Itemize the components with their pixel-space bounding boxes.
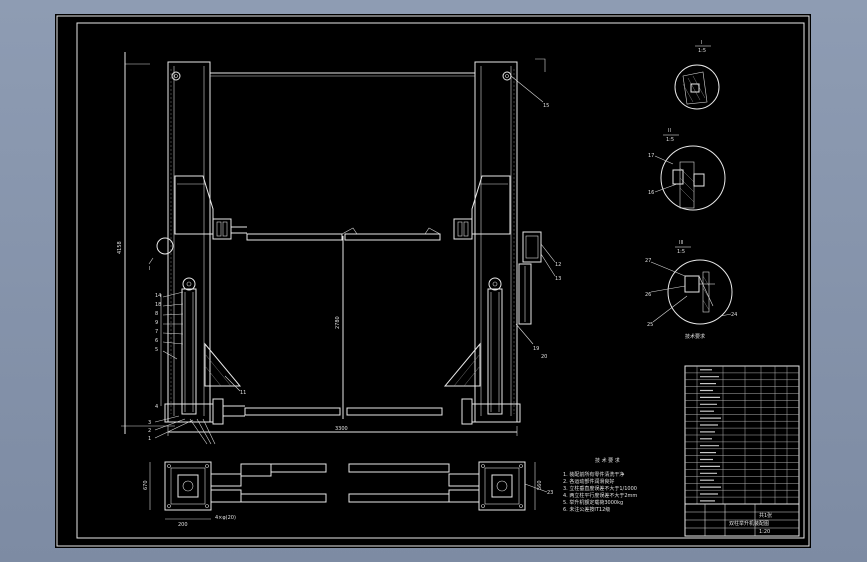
callout-12: 12 bbox=[555, 262, 561, 268]
svg-text:8: 8 bbox=[155, 311, 158, 317]
svg-text:5: 5 bbox=[155, 347, 158, 353]
svg-text:14: 14 bbox=[155, 293, 161, 299]
notes-title: 技 术 要 求 bbox=[595, 457, 620, 464]
detail-3-caption: 技术要求 bbox=[685, 333, 705, 340]
title-block-name: 双柱举升机装配图 bbox=[729, 520, 769, 527]
plan-view: 670 200 560 4×φ(20) 23 bbox=[143, 461, 553, 528]
title-block: 双柱举升机装配图 1:20 共1张 bbox=[684, 503, 800, 537]
detail-3-num-24: 24 bbox=[731, 312, 737, 318]
drawing-canvas: 4158 bbox=[56, 15, 810, 547]
notes-line-3: 3. 立柱垂直度误差不大于1/1000 bbox=[563, 485, 637, 492]
dim-inner-height: 2780 bbox=[335, 316, 341, 329]
callout-19: 19 bbox=[533, 346, 539, 352]
title-block-scale: 1:20 bbox=[759, 529, 770, 535]
callout-15: 15 bbox=[543, 103, 549, 109]
dim-base-width-right: 560 bbox=[537, 480, 543, 490]
detail-3-num-27: 27 bbox=[645, 258, 651, 264]
svg-text:1: 1 bbox=[148, 436, 151, 442]
inner-border bbox=[76, 22, 805, 539]
drawing-sheet: 4158 bbox=[55, 14, 811, 548]
dim-base-height: 670 bbox=[143, 480, 149, 490]
svg-text:4: 4 bbox=[155, 404, 158, 410]
notes-line-2: 2. 各运动部件润滑良好 bbox=[563, 478, 614, 485]
front-elevation: 4158 bbox=[117, 52, 561, 445]
svg-text:7: 7 bbox=[155, 329, 158, 335]
left-callout-stack: 14 18 8 9 7 6 5 4 3 2 1 bbox=[148, 291, 216, 445]
detail-2-num-16: 16 bbox=[648, 190, 654, 196]
notes-line-6: 6. 未注公差按IT12级 bbox=[563, 506, 610, 513]
detail-view-3: III 1:5 27 26 25 24 技术要求 bbox=[645, 240, 737, 340]
detail-view-2: II 1:5 17 16 bbox=[648, 128, 726, 211]
detail-3-num-25: 25 bbox=[647, 322, 653, 328]
detail-1-scale: 1:5 bbox=[698, 48, 706, 54]
svg-text:3: 3 bbox=[148, 420, 151, 426]
callout-13: 13 bbox=[555, 276, 561, 282]
upper-arm-right bbox=[344, 233, 441, 241]
notes-line-5: 5. 举升机额定载荷3000kg bbox=[563, 499, 623, 506]
svg-text:6: 6 bbox=[155, 338, 158, 344]
detail-2-label: II bbox=[668, 128, 671, 134]
upper-arm-left bbox=[246, 233, 343, 241]
callout-23: 23 bbox=[547, 490, 553, 496]
detail-marker-label: I bbox=[149, 266, 150, 272]
svg-text:9: 9 bbox=[155, 320, 158, 326]
title-block-sheet: 共1张 bbox=[759, 512, 772, 519]
parts-list bbox=[684, 365, 800, 505]
detail-3-label: III bbox=[679, 240, 683, 246]
svg-text:2: 2 bbox=[148, 428, 151, 434]
detail-2-scale: 1:5 bbox=[666, 137, 674, 143]
callout-11: 11 bbox=[240, 390, 246, 396]
svg-text:18: 18 bbox=[155, 302, 161, 308]
callout-20: 20 bbox=[541, 354, 547, 360]
detail-view-1: I 1:5 bbox=[674, 40, 720, 110]
lower-arm-right bbox=[346, 407, 443, 416]
outer-border bbox=[56, 15, 810, 547]
detail-3-scale: 1:5 bbox=[677, 249, 685, 255]
notes-line-4: 4. 两立柱平行度误差不大于2mm bbox=[563, 492, 637, 499]
notes-line-1: 1. 装配前所有零件清洗干净 bbox=[563, 471, 624, 478]
dim-overall-height: 4158 bbox=[117, 241, 123, 254]
dim-base-width: 200 bbox=[178, 522, 188, 528]
detail-marker-left bbox=[156, 237, 174, 255]
dim-bolt-spec: 4×φ(20) bbox=[215, 515, 236, 521]
pump-motor-unit bbox=[515, 231, 556, 345]
lower-arm-left bbox=[244, 407, 341, 416]
technical-notes: 技 术 要 求 1. 装配前所有零件清洗干净 2. 各运动部件润滑良好 3. 立… bbox=[563, 457, 637, 513]
dim-overall-width: 3300 bbox=[335, 426, 348, 432]
detail-1-label: I bbox=[701, 40, 702, 46]
detail-2-num-17: 17 bbox=[648, 153, 654, 159]
detail-3-num-26: 26 bbox=[645, 292, 651, 298]
